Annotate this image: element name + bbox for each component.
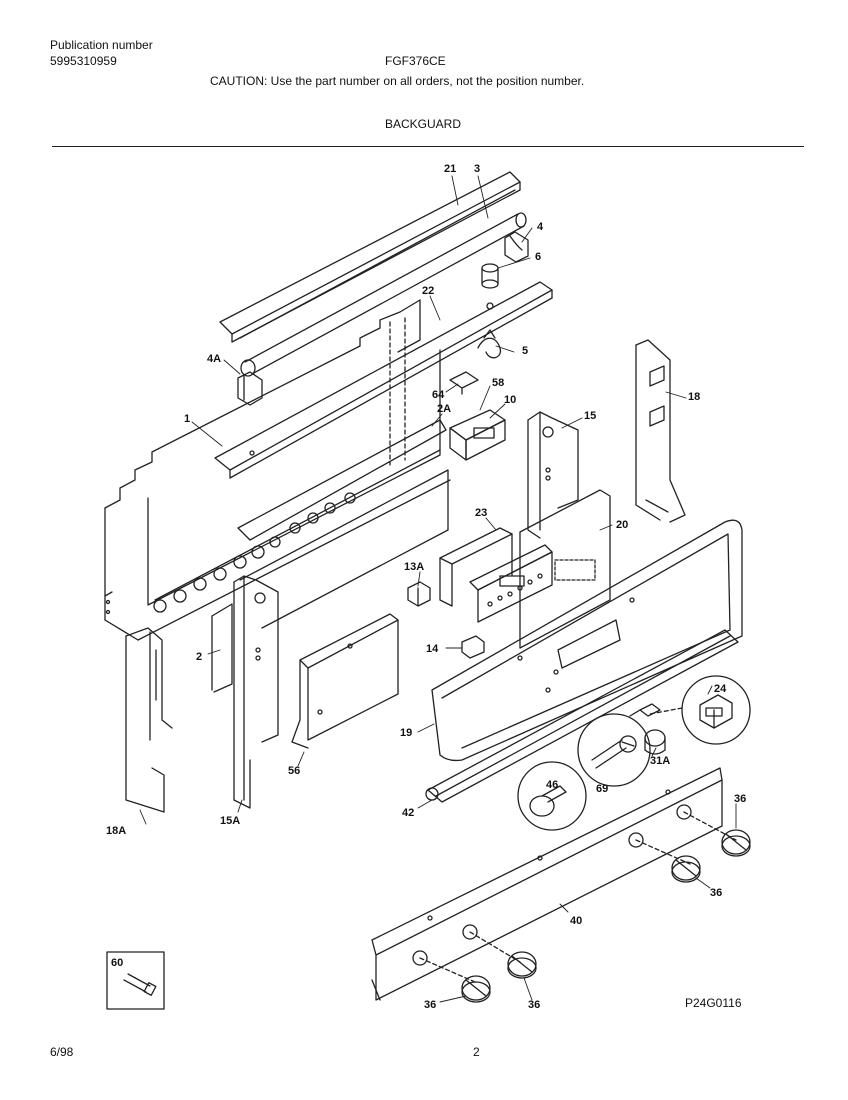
part-60-inset-box [106, 951, 165, 1010]
callout-69: 69 [596, 783, 608, 795]
callout-20: 20 [616, 519, 628, 531]
knob-36-center-left [507, 951, 537, 979]
callout-36-right: 36 [734, 793, 746, 805]
part-13a-connector [407, 581, 431, 607]
header-divider [52, 146, 804, 147]
callout-36-center-right: 36 [710, 887, 722, 899]
part-1-backguard-panel [104, 299, 451, 641]
part-15a-side-bracket [233, 575, 279, 809]
callout-15: 15 [584, 410, 596, 422]
model-number: FGF376CE [385, 54, 446, 68]
part-4a-lamp-holder [237, 371, 263, 406]
part-2-left-bracket [211, 603, 233, 693]
callout-36-left: 36 [424, 999, 436, 1011]
callout-22: 22 [422, 285, 434, 297]
part-clock-control-board [469, 544, 553, 623]
part-69-detail-circle [577, 713, 651, 787]
part-56-heat-shield [291, 613, 399, 749]
callout-18: 18 [688, 391, 700, 403]
part-23-display-lens [439, 527, 513, 607]
part-6-starter [481, 263, 499, 289]
part-10-switch-block [449, 409, 506, 461]
leader-lines [139, 175, 737, 1003]
part-21-top-trim [219, 171, 521, 343]
part-42-lower-trim [425, 629, 739, 803]
part-18-right-end-bracket [635, 339, 686, 523]
callout-3: 3 [474, 163, 480, 175]
callout-46: 46 [546, 779, 558, 791]
callout-40: 40 [570, 915, 582, 927]
callout-5: 5 [522, 345, 528, 357]
part-4-lamp-holder [504, 231, 529, 263]
revision-date: 6/98 [50, 1045, 74, 1059]
callout-4: 4 [537, 221, 544, 233]
drawing-code: P24G0116 [685, 996, 742, 1010]
callout-13a: 13A [404, 561, 424, 573]
part-31a-small-knob [629, 709, 666, 755]
caution-note: CAUTION: Use the part number on all orde… [210, 74, 585, 88]
callout-14: 14 [426, 643, 439, 655]
callout-15a: 15A [220, 815, 240, 827]
callout-64: 64 [432, 389, 445, 401]
publication-number: 5995310959 [50, 54, 117, 68]
page-number: 2 [473, 1045, 480, 1059]
part-18a-left-end-bracket [125, 627, 173, 813]
callout-2: 2 [196, 651, 202, 663]
part-15-side-bracket [527, 411, 579, 539]
callout-10: 10 [504, 394, 516, 406]
callout-23: 23 [475, 507, 487, 519]
part-40-lower-panel [371, 767, 737, 1001]
callout-60: 60 [111, 957, 123, 969]
knob-36-right [721, 829, 751, 857]
callout-31a: 31A [650, 755, 670, 767]
callout-1: 1 [184, 413, 190, 425]
part-14-switch [461, 635, 485, 659]
callout-6: 6 [535, 251, 541, 263]
part-19-control-panel [431, 519, 743, 762]
callout-18a: 18A [106, 825, 126, 837]
callout-2a: 2A [437, 403, 451, 415]
part-46-detail-circle [517, 761, 587, 831]
part-20-control-frame [519, 489, 611, 649]
part-64-bracket [449, 371, 479, 395]
callout-42: 42 [402, 807, 414, 819]
publication-label: Publication number [50, 38, 153, 52]
callout-19: 19 [400, 727, 412, 739]
part-3-light-tube [240, 212, 527, 377]
callout-56: 56 [288, 765, 300, 777]
callout-24: 24 [714, 683, 727, 695]
knob-36-center-right [671, 855, 701, 883]
part-24-detail-circle [639, 675, 751, 745]
part-22-light-bracket [214, 281, 553, 479]
part-2a-inner-panel [153, 419, 449, 629]
callout-21: 21 [444, 163, 456, 175]
callout-58: 58 [492, 377, 504, 389]
part-5-wire-lead [477, 329, 502, 359]
callout-4a: 4A [207, 353, 221, 365]
callout-36-center-left: 36 [528, 999, 540, 1011]
knob-36-left [461, 975, 491, 1003]
section-title: BACKGUARD [385, 117, 462, 131]
